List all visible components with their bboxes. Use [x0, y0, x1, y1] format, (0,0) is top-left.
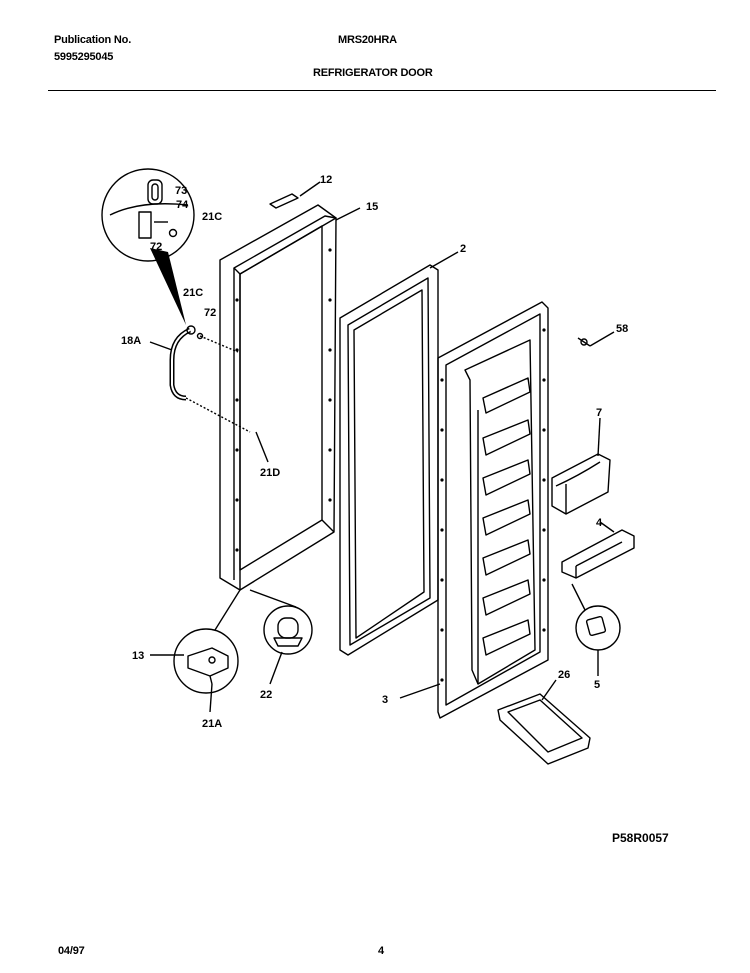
callout-12: 12 [320, 174, 332, 186]
model-number: MRS20HRA [338, 34, 397, 46]
screw-58 [577, 337, 591, 347]
part-12-plug [269, 193, 299, 209]
door-handle [169, 327, 192, 401]
callout-72-top: 72 [150, 241, 162, 253]
callout-18a: 18A [121, 335, 141, 347]
header-rule [48, 90, 716, 91]
callout-72: 72 [204, 307, 216, 319]
callout-15: 15 [366, 201, 378, 213]
callout-21a: 21A [202, 718, 222, 730]
leader-bottom-left [214, 589, 241, 631]
callout-5: 5 [594, 679, 600, 691]
hinge-pin-top [147, 179, 163, 205]
detail-circle-top [101, 168, 195, 262]
callout-3: 3 [382, 694, 388, 706]
handle-screw-21c [186, 325, 196, 335]
callout-73: 73 [175, 185, 187, 197]
publication-number: 5995295045 [54, 51, 114, 63]
callout-13: 13 [132, 650, 144, 662]
footer-page-number: 4 [378, 945, 384, 957]
detail-leader-cone [150, 248, 186, 325]
callout-58: 58 [616, 323, 628, 335]
callout-4: 4 [596, 517, 603, 529]
door-liner [437, 301, 549, 719]
retainer-bar-4 [561, 529, 635, 579]
callout-7: 7 [596, 407, 602, 419]
footer-date: 04/97 [58, 945, 85, 957]
callout-21d: 21D [260, 467, 280, 479]
door-gasket [339, 264, 439, 656]
leader-bottom-right [249, 589, 297, 608]
callout-26: 26 [558, 669, 570, 681]
publication-label: Publication No. [54, 34, 132, 46]
callout-74: 74 [176, 199, 189, 211]
figure-code: P58R0057 [612, 831, 669, 845]
leader-5 [571, 583, 586, 611]
dairy-bin-26 [497, 693, 591, 765]
door-bin-7 [551, 453, 611, 515]
detail-circle-5 [575, 605, 621, 651]
hinge-bracket-top [138, 211, 152, 239]
door-handle-highlight [171, 329, 191, 399]
callout-21c: 21C [183, 287, 203, 299]
handle-screw-72 [196, 332, 204, 340]
callout-21c-top: 21C [202, 211, 222, 223]
callout-22: 22 [260, 689, 272, 701]
rivet-dots [235, 248, 546, 682]
door-outer-frame [219, 204, 337, 591]
bottom-hinge-detail [173, 628, 239, 694]
hinge-cap-detail [263, 605, 313, 655]
hinge-detail-callout [101, 168, 195, 262]
callout-leaders [149, 181, 615, 713]
callout-2: 2 [460, 243, 466, 255]
page-title: REFRIGERATOR DOOR [313, 67, 433, 79]
